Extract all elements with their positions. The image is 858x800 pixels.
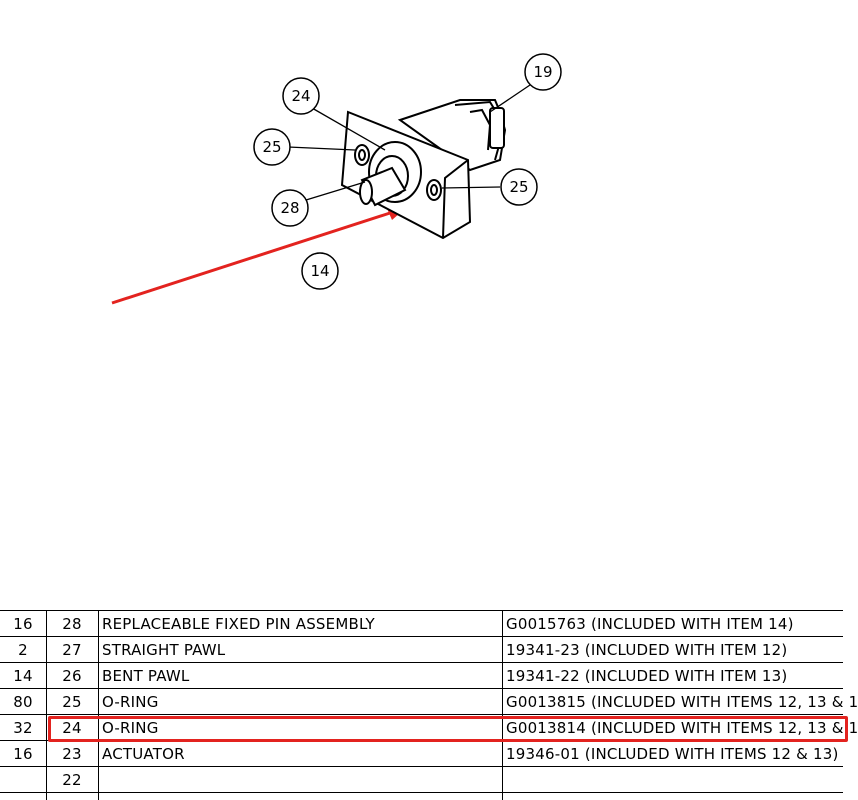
row-highlight-box: [48, 716, 848, 742]
table-row: 14 26 BENT PAWL 19341-22 (INCLUDED WITH …: [0, 663, 843, 689]
table-row: 16 23 ACTUATOR 19346-01 (INCLUDED WITH I…: [0, 741, 843, 767]
description-cell: REPLACEABLE FIXED PIN ASSEMBLY: [102, 615, 375, 633]
table-row: 2 27 STRAIGHT PAWL 19341-23 (INCLUDED WI…: [0, 637, 843, 663]
table-column-divider: [502, 610, 503, 800]
svg-text:25: 25: [262, 138, 281, 156]
table-column-divider: [46, 610, 47, 800]
balloon-24: 24: [282, 77, 320, 115]
balloon-14: 14: [301, 252, 339, 290]
part-number-cell: G0013814 (INCLUDED WITH ITEMS 12, 13 & 1: [506, 719, 858, 737]
table-column-divider: [98, 610, 99, 800]
svg-text:14: 14: [310, 262, 329, 280]
qty-cell: 16: [13, 615, 33, 633]
item-cell: 26: [62, 667, 82, 685]
qty-cell: [0, 767, 46, 793]
red-pointer-arrow: [111, 204, 408, 305]
table-rule: [0, 662, 843, 663]
table-rule: [0, 766, 843, 767]
table-rule: [0, 714, 843, 715]
table-rule: [0, 610, 843, 611]
description-cell: O-RING: [102, 719, 159, 737]
part-number-cell: G0013815 (INCLUDED WITH ITEMS 12, 13 & 1: [506, 693, 858, 711]
item-cell: 27: [62, 641, 82, 659]
leader-lines: [287, 84, 531, 201]
table-row: 16 28 REPLACEABLE FIXED PIN ASSEMBLY G00…: [0, 611, 843, 637]
item-cell: 28: [62, 615, 82, 633]
table-rule: [0, 688, 843, 689]
item-cell: 22: [62, 771, 82, 789]
table-row: 22: [0, 767, 843, 793]
description-cell: O-RING: [102, 693, 159, 711]
description-cell: BENT PAWL: [102, 667, 190, 685]
balloon-19: 19: [524, 53, 562, 91]
description-cell: [102, 767, 500, 793]
svg-text:19: 19: [533, 63, 552, 81]
part-number-cell: G0015763 (INCLUDED WITH ITEM 14): [506, 615, 794, 633]
table-row: 80 25 O-RING G0013815 (INCLUDED WITH ITE…: [0, 689, 858, 715]
item-cell: 23: [62, 745, 82, 763]
qty-cell: 2: [18, 641, 28, 659]
part-number-cell: [506, 767, 846, 793]
table-row-highlighted: 32 24 O-RING G0013814 (INCLUDED WITH ITE…: [0, 715, 858, 741]
svg-text:25: 25: [509, 178, 528, 196]
svg-text:28: 28: [280, 199, 299, 217]
balloon-25-right: 25: [500, 168, 538, 206]
svg-text:24: 24: [291, 87, 310, 105]
description-cell: ACTUATOR: [102, 745, 185, 763]
assembly-drawing: 19 24 25 25 28 14: [111, 53, 562, 305]
part-number-cell: 19341-22 (INCLUDED WITH ITEM 13): [506, 667, 788, 685]
part-body: [340, 99, 507, 240]
qty-cell: 14: [13, 667, 33, 685]
item-cell: 24: [62, 719, 82, 737]
part-number-cell: 19346-01 (INCLUDED WITH ITEMS 12 & 13): [506, 745, 839, 763]
table-rule: [0, 636, 843, 637]
balloon-28: 28: [271, 189, 309, 227]
qty-cell: 80: [13, 693, 33, 711]
qty-cell: 32: [13, 719, 33, 737]
qty-cell: 16: [13, 745, 33, 763]
description-cell: STRAIGHT PAWL: [102, 641, 226, 659]
item-cell: 25: [62, 693, 82, 711]
balloon-25-left: 25: [253, 128, 291, 166]
part-number-cell: 19341-23 (INCLUDED WITH ITEM 12): [506, 641, 788, 659]
table-rule: [0, 792, 843, 793]
